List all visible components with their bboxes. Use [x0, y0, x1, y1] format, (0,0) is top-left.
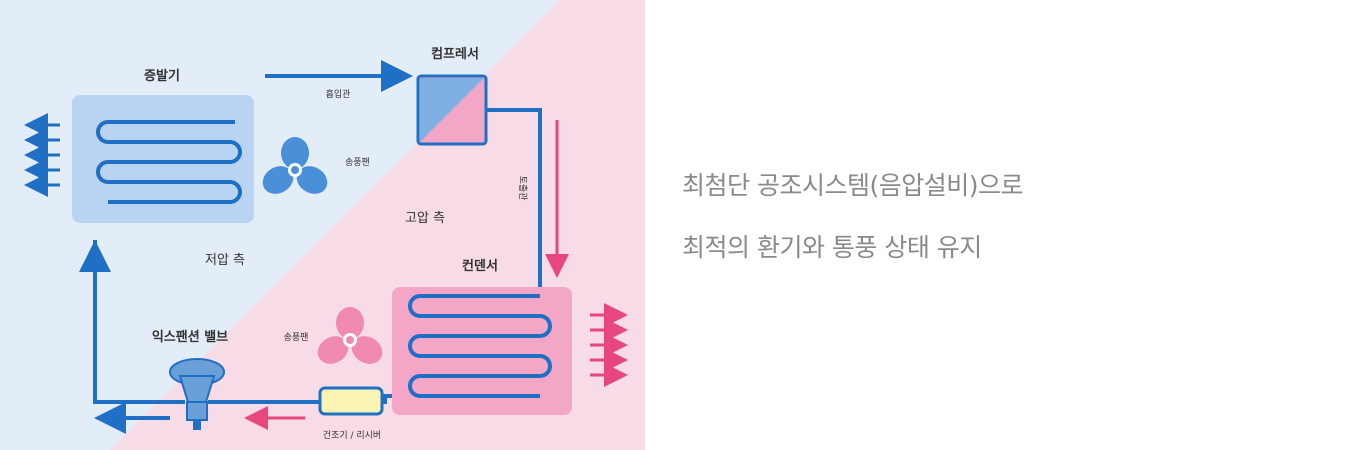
caption-line-1: 최첨단 공조시스템(음압설비)으로 [682, 171, 1023, 200]
discharge-pipe [486, 108, 542, 296]
fan-top-icon [262, 137, 328, 194]
hot-air-arrows [590, 303, 628, 387]
refrigeration-cycle-diagram: 증발기 컴프레서 흡입관 토출관 송풍팬 고압 측 저압 측 컨덴서 익스팬션 … [0, 0, 645, 450]
suction-pipe-label: 흡입관 [326, 88, 351, 100]
expansion-valve-icon [169, 358, 225, 430]
condenser-box [392, 287, 572, 415]
condenser-label: 컨덴서 [462, 258, 498, 274]
expansion-valve-label: 익스팬션 밸브 [152, 329, 228, 345]
fan-top-label: 송풍팬 [345, 157, 370, 168]
condenser-coil [408, 294, 552, 398]
dryer-icon [318, 386, 384, 416]
discharge-pipe-label: 토출관 [517, 176, 528, 201]
dryer-label: 건조기 / 리시버 [323, 430, 381, 441]
fan-bottom-icon [317, 307, 383, 364]
cold-air-arrows [24, 113, 60, 197]
low-pressure-label: 저압 측 [205, 253, 245, 268]
compressor-label: 컴프레서 [431, 47, 479, 62]
compressor-icon [416, 74, 488, 146]
evaporator-box [72, 95, 254, 223]
fan-bottom-label: 송풍팬 [284, 332, 309, 343]
evaporator-coil [96, 120, 242, 204]
caption-line-2: 최적의 환기와 통풍 상태 유지 [682, 233, 982, 262]
diagram-canvas: 증발기 컴프레서 흡입관 토출관 송풍팬 고압 측 저압 측 컨덴서 익스팬션 … [0, 0, 645, 450]
evaporator-label: 증발기 [144, 68, 180, 84]
high-pressure-label: 고압 측 [405, 211, 445, 226]
